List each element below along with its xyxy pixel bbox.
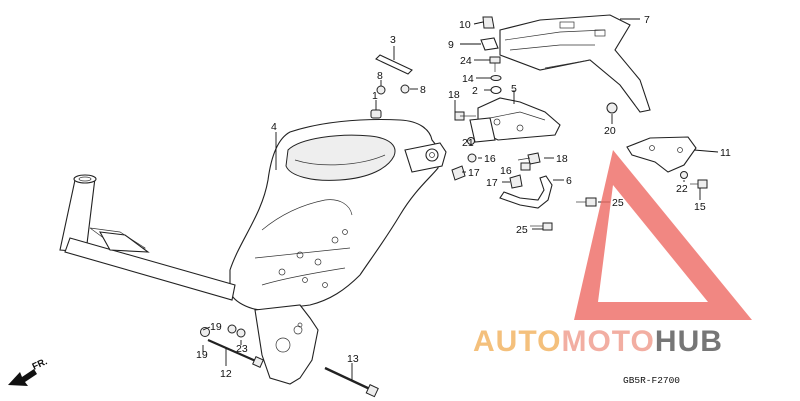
- callout-11: 11: [720, 147, 731, 159]
- watermark-word-auto: AUTO: [473, 325, 561, 358]
- callout-10: 10: [459, 19, 471, 31]
- callout-17-lower: 17: [486, 177, 498, 189]
- callout-8-left: 8: [377, 70, 383, 82]
- callout-4: 4: [271, 121, 277, 133]
- arrow-icon: [8, 369, 37, 386]
- leader-lines: [202, 18, 719, 380]
- frame-head-tube: [59, 174, 236, 301]
- rear-bracket: [469, 97, 561, 143]
- callout-14: 14: [462, 73, 474, 85]
- callout-21: 21: [462, 137, 474, 149]
- callout-16-upper: 16: [484, 153, 496, 165]
- callout-6: 6: [566, 175, 572, 187]
- watermark-word-moto: MOTO: [561, 325, 654, 358]
- grab-handle: [499, 175, 553, 209]
- callout-labels: 3 8 8 1 10 9 24 14 2 7 5 18 4 20 21 16 1…: [196, 14, 731, 380]
- drawing-code: GB5R-F2700: [623, 375, 680, 386]
- callout-13: 13: [347, 353, 359, 365]
- callout-18-upper: 18: [448, 89, 460, 101]
- callout-5: 5: [511, 83, 517, 95]
- side-plate: [626, 136, 697, 173]
- callout-1: 1: [372, 90, 378, 102]
- callout-25-right: 25: [612, 197, 624, 209]
- callout-8-right: 8: [420, 84, 426, 96]
- callout-18-right: 18: [556, 153, 568, 165]
- hardware: [200, 16, 708, 398]
- watermark-word-hub: HUB: [655, 325, 723, 358]
- callout-23: 23: [236, 343, 248, 355]
- callout-22: 22: [676, 183, 688, 195]
- rear-fender: [499, 14, 651, 113]
- direction-label: FR.: [31, 356, 50, 372]
- callout-12: 12: [220, 368, 232, 380]
- callout-19-lower: 19: [196, 349, 208, 361]
- watermark-logo: AUTOMOTOHUB: [473, 150, 752, 358]
- svg-text:AUTOMOTOHUB: AUTOMOTOHUB: [473, 325, 723, 358]
- frame-body: [229, 118, 447, 385]
- triangle-logo-icon: [574, 150, 752, 320]
- callout-15: 15: [694, 201, 706, 213]
- callout-24: 24: [460, 55, 472, 67]
- callout-9: 9: [448, 39, 454, 51]
- callout-25-left: 25: [516, 224, 528, 236]
- callout-19-upper: 19: [210, 321, 222, 333]
- front-direction-marker: FR.: [8, 356, 49, 386]
- callout-20: 20: [604, 125, 616, 137]
- callout-2: 2: [472, 85, 478, 97]
- callout-3: 3: [390, 34, 396, 46]
- callout-17-upper: 17: [468, 167, 480, 179]
- callout-16-lower: 16: [500, 165, 512, 177]
- callout-7: 7: [644, 14, 650, 26]
